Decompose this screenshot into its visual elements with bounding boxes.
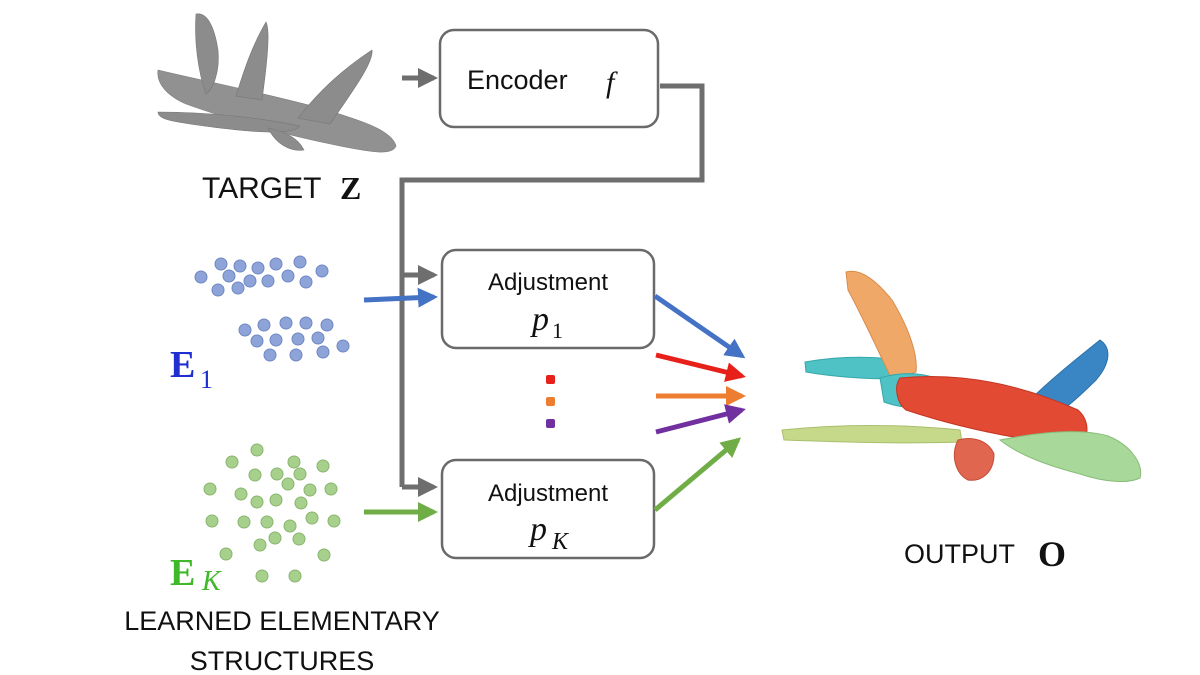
ellipsis-dots — [546, 375, 555, 428]
encoder-output-connector — [399, 83, 705, 487]
adjustment-k-symbol: p — [528, 511, 547, 548]
adjust1-to-output-arrow — [653, 293, 746, 359]
output-symbol: O — [1038, 534, 1066, 574]
e1-to-adjust1-arrow — [363, 287, 438, 308]
ek-point-cloud — [203, 443, 341, 583]
encoder-label: Encoder — [467, 65, 568, 95]
ek-subscript: K — [201, 566, 222, 597]
adjustment-1-symbol: p — [530, 301, 549, 338]
ek-symbol: E — [170, 552, 195, 594]
adjustment-k-label: Adjustment — [488, 480, 608, 507]
output-label: OUTPUT — [904, 539, 1015, 569]
target-label: TARGET — [202, 172, 321, 205]
e1-symbol: E — [170, 344, 195, 386]
e1-subscript: 1 — [200, 365, 213, 394]
target-symbol: Z — [340, 170, 361, 206]
adjustment-1-label: Adjustment — [488, 269, 608, 296]
adjustment-k-box — [440, 458, 656, 560]
learned-structures-line1: LEARNED ELEMENTARY — [124, 606, 440, 636]
encoder-box — [438, 28, 660, 129]
adjustment-1-subscript: 1 — [552, 318, 563, 343]
purple-output-arrow — [655, 404, 746, 435]
learned-structures-line2: STRUCTURES — [190, 646, 375, 675]
adjustment-k-subscript: K — [551, 529, 570, 555]
target-point-cloud — [157, 13, 397, 153]
adjustk-to-output-arrow — [653, 437, 742, 512]
e1-point-cloud — [194, 255, 350, 362]
red-output-arrow — [655, 352, 746, 382]
output-point-cloud — [781, 270, 1142, 482]
adjustment-1-box — [440, 248, 656, 350]
